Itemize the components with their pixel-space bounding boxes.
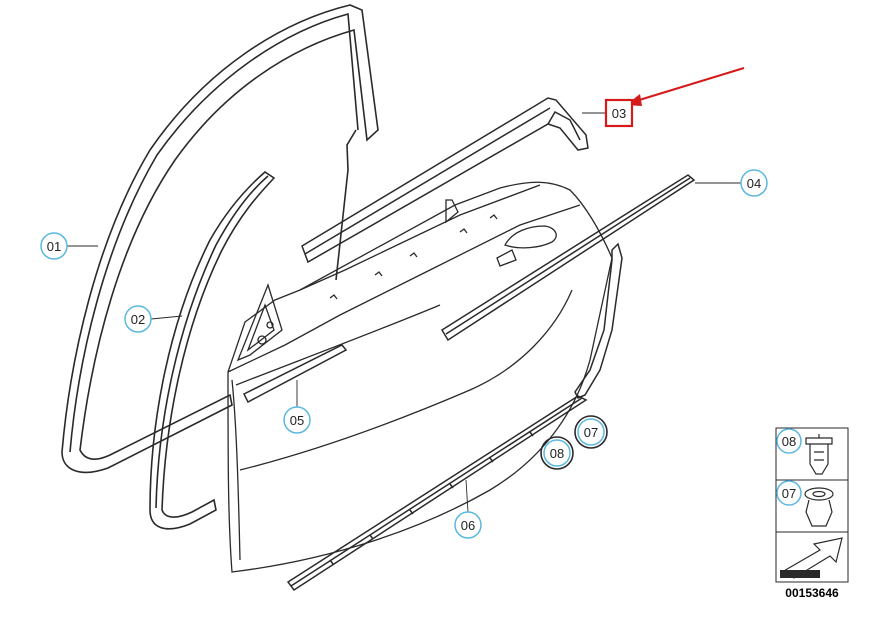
part-01-window-frame-seal <box>61 4 379 474</box>
part-06-sill-strip <box>286 395 588 592</box>
callout-07[interactable]: 07 <box>574 415 608 449</box>
callout-07-label: 07 <box>584 425 598 440</box>
callout-06-label: 06 <box>461 518 475 533</box>
part-05-trim-strip <box>242 344 348 404</box>
callout-04-label: 04 <box>747 176 761 191</box>
part-02-inner-seal <box>149 170 276 530</box>
callout-08[interactable]: 08 <box>540 436 574 470</box>
push-clip-icon <box>805 434 833 475</box>
callout-02-label: 02 <box>131 312 145 327</box>
highlight-arrow <box>626 67 745 106</box>
fastener-legend: 08 07 <box>775 427 849 583</box>
callout-05-label: 05 <box>290 413 304 428</box>
document-number: 00153646 <box>785 586 839 600</box>
leader-lines <box>67 112 741 513</box>
callout-01[interactable]: 01 <box>40 232 68 260</box>
callout-08-label: 08 <box>550 446 564 461</box>
callout-03-label: 03 <box>612 106 626 121</box>
door-panel <box>227 181 613 573</box>
callout-03[interactable]: 03 <box>604 98 634 128</box>
expanding-rivet-icon <box>804 487 834 527</box>
legend-item-08-label: 08 <box>782 434 796 449</box>
callout-06[interactable]: 06 <box>454 511 482 539</box>
part-04-outer-belt-strip <box>440 174 696 342</box>
callout-04[interactable]: 04 <box>740 169 768 197</box>
callout-01-label: 01 <box>47 239 61 254</box>
part-03-window-channel <box>301 97 589 264</box>
legend-item-07[interactable]: 07 <box>776 480 834 527</box>
rear-edge-seal <box>574 242 623 399</box>
callout-02[interactable]: 02 <box>124 305 152 333</box>
callout-05[interactable]: 05 <box>283 406 311 434</box>
direction-arrow-icon <box>780 537 843 579</box>
legend-item-08[interactable]: 08 <box>776 428 833 475</box>
legend-item-07-label: 07 <box>782 486 796 501</box>
